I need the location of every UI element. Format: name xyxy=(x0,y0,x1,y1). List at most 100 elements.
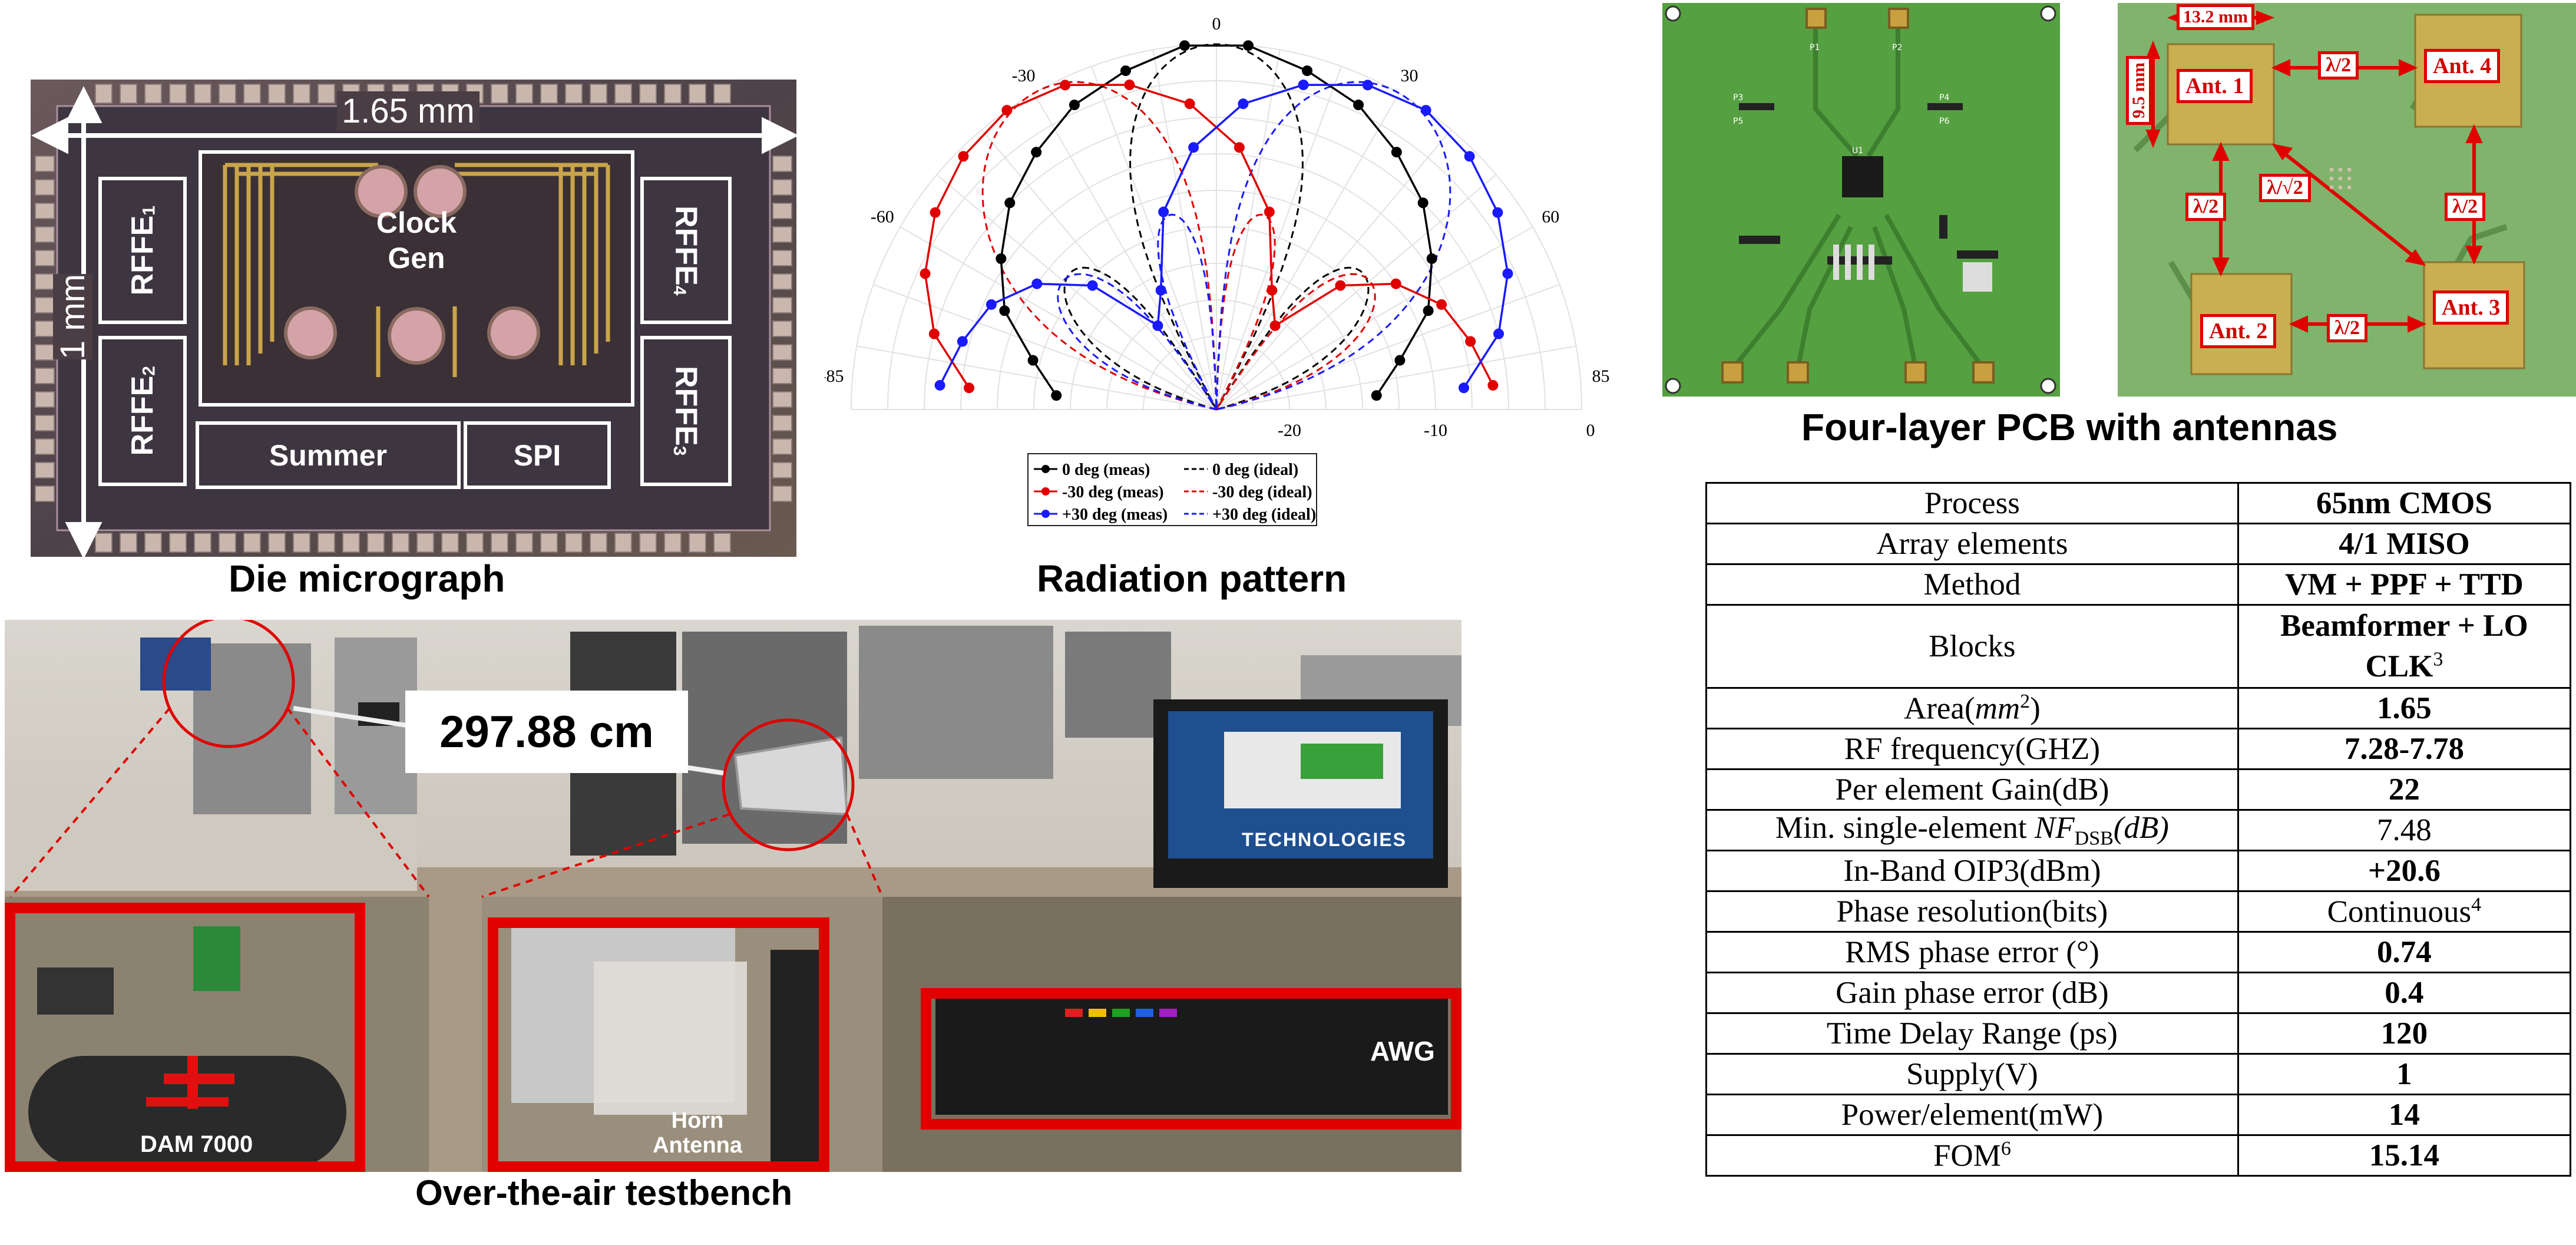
meas-point xyxy=(999,305,1010,316)
die-pad xyxy=(416,533,434,553)
spacing-top-label: λ/2 xyxy=(2318,51,2359,80)
die-pad xyxy=(120,533,137,553)
meas-point xyxy=(1234,142,1245,153)
meas-point xyxy=(1458,382,1469,394)
die-pad xyxy=(35,297,55,313)
caption-die: Die micrograph xyxy=(229,557,505,600)
polar-grid-spoke xyxy=(1216,66,1342,410)
die-pad xyxy=(614,533,632,553)
spec-param: Phase resolution(bits) xyxy=(1705,890,2239,933)
polar-grid-spoke xyxy=(1152,49,1217,410)
die-pad xyxy=(367,533,385,553)
die-pad xyxy=(318,533,335,553)
meas-point xyxy=(1060,80,1071,91)
die-width-label: 1.65 mm xyxy=(337,91,480,131)
meas-point xyxy=(1269,320,1281,331)
meas-point xyxy=(1492,207,1503,218)
die-pad xyxy=(614,84,632,104)
die-pad xyxy=(268,84,286,104)
meas-point xyxy=(1298,80,1309,91)
meas-point xyxy=(1464,151,1475,162)
block-rffe3: RFFE3 xyxy=(640,336,732,486)
clock-gen-line1: Clock xyxy=(376,206,457,239)
spec-row: Phase resolution(bits)Continuous4 xyxy=(1705,890,2572,933)
angle-tick-label: -30 xyxy=(1012,66,1036,85)
meas-point xyxy=(1362,80,1373,91)
spec-row: RMS phase error (°)0.74 xyxy=(1705,930,2572,973)
spec-param-text: Gain phase error (dB) xyxy=(1836,975,2109,1010)
meas-point xyxy=(1188,142,1199,153)
die-pad xyxy=(219,84,236,104)
die-pad xyxy=(342,533,360,553)
rffe4-label: RFFE xyxy=(669,205,703,286)
meas-point xyxy=(1155,285,1166,296)
spec-value-text: Beamformer + LO CLK xyxy=(2280,609,2528,683)
meas-point xyxy=(958,151,969,162)
die-pad xyxy=(713,84,731,104)
spec-param: In-Band OIP3(dBm) xyxy=(1705,849,2239,892)
pcb-layout: P1 P2 P3 P5 P4 P6 U1 xyxy=(1662,3,2060,397)
legend-label: +30 deg (ideal) xyxy=(1212,506,1316,524)
spec-row: Min. single-element NFDSB(dB)7.48 xyxy=(1705,808,2572,851)
spec-param: Method xyxy=(1705,563,2239,606)
block-rffe1: RFFE1 xyxy=(98,177,187,324)
spec-param: Process xyxy=(1705,482,2239,524)
die-pad xyxy=(772,344,792,361)
die-height-label: 1 mm xyxy=(53,274,92,359)
die-pad xyxy=(35,415,55,431)
horn-label: Horn Antenna xyxy=(653,1108,742,1158)
spec-param: Area(mm2) xyxy=(1705,686,2239,729)
spec-param-text: In-Band OIP3(dBm) xyxy=(1843,853,2101,888)
meas-point xyxy=(920,268,931,279)
die-pad xyxy=(713,533,731,553)
ant1-label: Ant. 1 xyxy=(2177,69,2253,103)
spec-param-tail: (dB) xyxy=(2113,810,2169,845)
die-pad xyxy=(491,533,508,553)
spec-value: 22 xyxy=(2237,768,2572,811)
angle-tick-label: 30 xyxy=(1401,66,1418,85)
die-pad xyxy=(772,179,792,196)
spec-value-text: 7.28-7.78 xyxy=(2344,731,2464,766)
spec-value-text: 15.14 xyxy=(2369,1138,2440,1173)
die-pad xyxy=(35,462,55,478)
angle-tick-label: 60 xyxy=(1542,207,1559,227)
die-pad xyxy=(35,250,55,266)
spec-row: Gain phase error (dB) 0.4 xyxy=(1705,971,2572,1014)
ideal-curve xyxy=(1063,43,1370,411)
die-pad xyxy=(639,533,657,553)
die-pad xyxy=(772,203,792,219)
spec-value-text: 120 xyxy=(2380,1016,2428,1051)
spec-value-text: 7.48 xyxy=(2377,813,2432,847)
meas-point xyxy=(1423,305,1434,316)
spec-param-text: Time Delay Range (ps) xyxy=(1826,1016,2118,1051)
ant2-label: Ant. 2 xyxy=(2200,314,2277,348)
spec-value-text: Continuous xyxy=(2327,894,2472,929)
meas-point xyxy=(1502,268,1513,279)
spec-value: 65nm CMOS xyxy=(2237,482,2572,524)
gold-traces xyxy=(223,163,610,377)
spec-value: 0.74 xyxy=(2237,930,2572,973)
meas-point xyxy=(928,328,940,339)
die-pad xyxy=(664,533,682,553)
spec-value-text: 0.74 xyxy=(2377,934,2432,969)
spec-value: Continuous4 xyxy=(2237,890,2572,933)
block-summer: Summer xyxy=(196,421,461,489)
die-pad xyxy=(194,533,211,553)
spec-row: Area(mm2)1.65 xyxy=(1705,686,2572,729)
die-pad xyxy=(491,84,508,104)
die-pad xyxy=(772,438,792,455)
polar-grid-spoke xyxy=(1216,49,1281,410)
spec-param-sup: 6 xyxy=(2000,1137,2011,1160)
spec-value: 0.4 xyxy=(2237,971,2572,1014)
spec-param: RF frequency(GHZ) xyxy=(1705,727,2239,770)
meas-point xyxy=(1184,98,1195,110)
spec-value-text: 4/1 MISO xyxy=(2339,526,2470,561)
polar-grid-spoke xyxy=(1216,129,1452,410)
spec-param-text: FOM xyxy=(1933,1138,2001,1173)
block-rffe2: RFFE2 xyxy=(98,336,187,486)
angle-tick-label: 0 xyxy=(1212,18,1221,34)
die-dimension-arrows xyxy=(31,86,796,557)
caption-radiation: Radiation pattern xyxy=(1037,557,1347,600)
legend-label: 0 deg (ideal) xyxy=(1212,461,1298,479)
